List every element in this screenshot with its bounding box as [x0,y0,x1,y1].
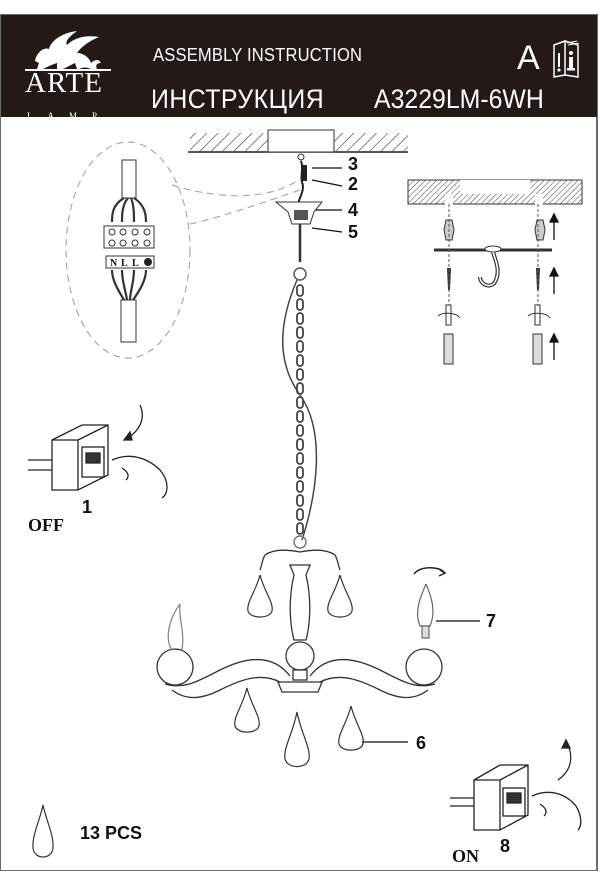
screwdriver-icon [437,304,551,365]
chain-link [296,424,304,437]
callout-8: 8 [500,836,511,856]
crystal-drop-icon [32,804,54,858]
terminal-label-l1: L [121,258,128,269]
chain-link [296,284,304,297]
title-english: ASSEMBLY INSTRUCTION [153,45,363,65]
ceiling-hook-detail [407,179,583,365]
crystal-drop [284,711,310,768]
candle-bulb-icon [413,567,447,639]
chain-link [296,368,304,381]
callout-6: 6 [416,733,427,753]
chain-link [296,452,304,465]
wall-plug-icon [443,219,546,241]
callout-1: 1 [82,497,93,517]
version-letter: A [517,39,540,77]
chain-link [296,522,304,535]
crystal-count: 13 PCS [80,823,143,843]
chain-link [296,298,304,311]
instruction-sheet [0,14,598,871]
chain-link [296,466,304,479]
manual-info-book-icon [553,39,580,78]
chain-link [296,312,304,325]
crystal-drop [338,705,364,751]
model-number: A3229LM-6WH [374,84,544,114]
chain [282,267,318,549]
callout-2: 2 [348,174,359,194]
crystal-drop [247,574,273,618]
brand-subtitle: LAMP [27,111,113,121]
terminal-label-l2: L [132,258,139,269]
chain-link [296,494,304,507]
chain-link [296,396,304,409]
crystal-drop [327,574,353,618]
callout-leaders [311,167,480,743]
chain-link [296,508,304,521]
chain-link [296,354,304,367]
chandelier [156,549,443,699]
canopy-hardware [274,153,324,262]
switch-on-label: ON [452,846,479,866]
ground-icon [144,258,152,266]
chain-link [296,326,304,339]
screw-icon [447,268,540,290]
switch-box-on [450,738,582,831]
callout-3: 3 [348,154,359,174]
callout-7: 7 [486,611,497,631]
crystal-drop [234,687,260,733]
chain-link [296,480,304,493]
arrow-up-icon [548,212,560,360]
brand-name: ARTE [25,67,103,99]
callout-4: 4 [348,200,359,220]
ceiling [188,129,408,153]
title-russian: ИНСТРУКЦИЯ [151,84,325,114]
chain-link [296,438,304,451]
callout-5: 5 [348,222,359,242]
terminal-label-n: N [110,258,118,269]
griffin-logo-icon [25,31,111,71]
wiring-detail [65,141,301,359]
switch-off-label: OFF [28,515,64,535]
switch-box-off [28,404,168,499]
header-bar: ARTE LAMP ASSEMBLY INSTRUCTION ИНСТРУКЦИ… [1,15,597,121]
chain-link [296,410,304,423]
chain-link [296,340,304,353]
crystal-drops [234,574,364,768]
